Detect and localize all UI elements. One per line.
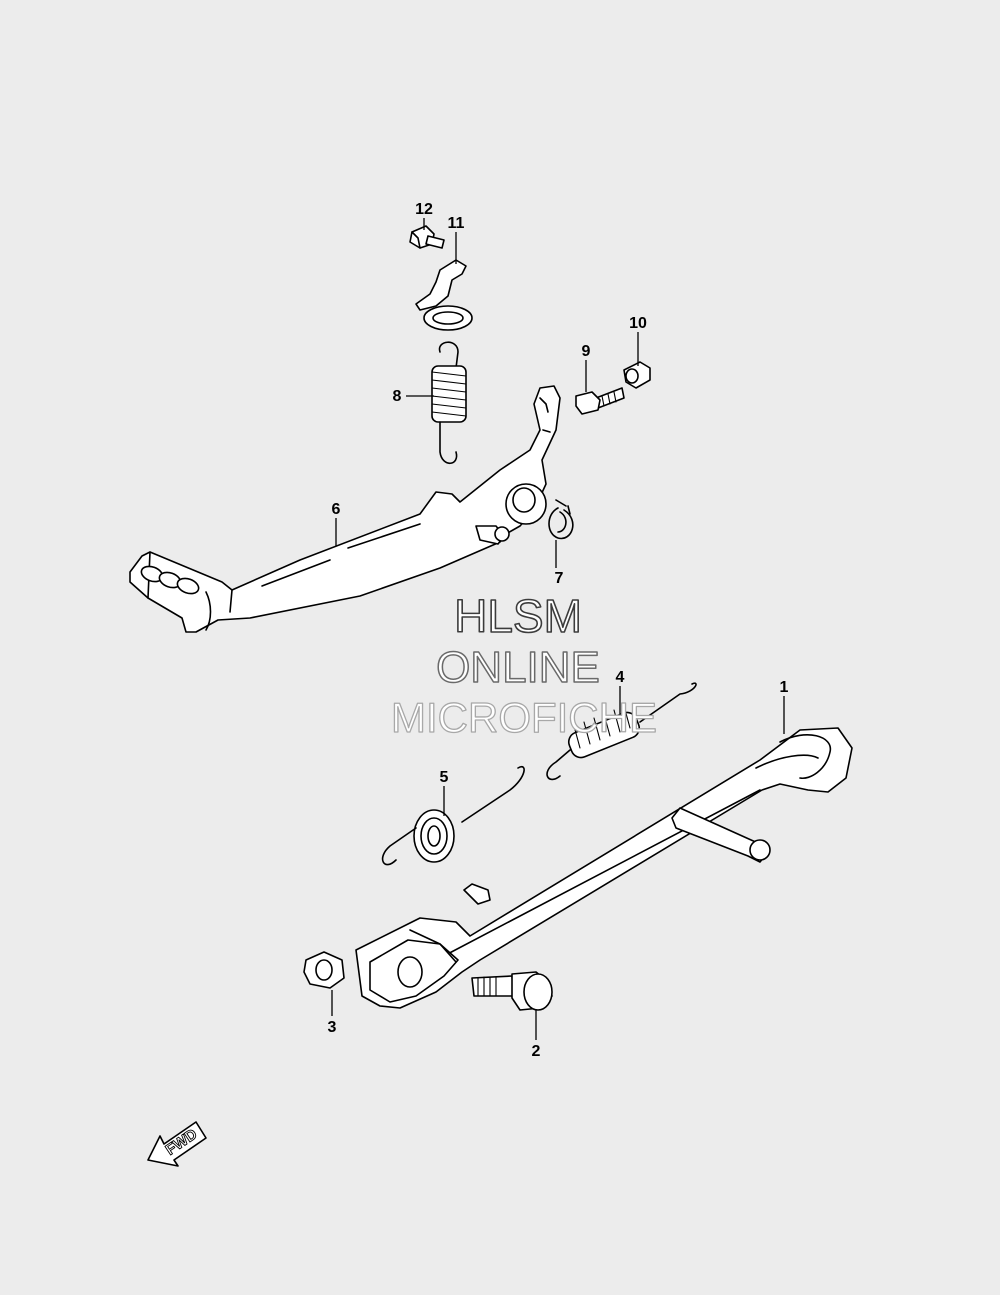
watermark-line-2: ONLINE — [436, 643, 600, 692]
part-2-pivot-bolt[interactable] — [471, 971, 553, 1011]
callout-6: 6 — [332, 501, 341, 518]
part-10-nut[interactable] — [623, 361, 651, 389]
callout-11: 11 — [448, 215, 465, 232]
fwd-arrow-icon: FWD — [147, 1121, 207, 1167]
part-12-bolt[interactable] — [409, 225, 445, 249]
part-9-bolt[interactable] — [575, 387, 625, 415]
callout-8: 8 — [393, 388, 402, 405]
callout-12: 12 — [415, 201, 433, 218]
callout-labels: 12 11 10 9 8 6 7 4 1 5 3 2 — [328, 201, 789, 1060]
callout-9: 9 — [582, 343, 591, 360]
part-4-spring[interactable] — [546, 682, 697, 781]
part-5-spring[interactable] — [381, 765, 525, 866]
part-1-side-stand[interactable] — [355, 727, 853, 1009]
watermark-line-1: HLSM — [454, 590, 582, 642]
part-7-circlip[interactable] — [548, 499, 574, 540]
part-8-spring[interactable] — [431, 341, 467, 465]
part-6-brake-pedal[interactable] — [129, 385, 561, 633]
part-11-bracket[interactable] — [415, 259, 473, 331]
watermark-line-3: MICROFICHE — [391, 694, 657, 741]
callout-4: 4 — [616, 669, 625, 686]
callout-3: 3 — [328, 1019, 337, 1036]
callout-2: 2 — [532, 1043, 541, 1060]
leader-lines — [331, 218, 785, 1040]
part-3-nut[interactable] — [303, 951, 345, 989]
watermark: HLSM ONLINE MICROFICHE — [390, 589, 657, 741]
callout-7: 7 — [555, 570, 564, 587]
callout-10: 10 — [629, 315, 647, 332]
callout-5: 5 — [440, 769, 449, 786]
callout-1: 1 — [780, 679, 789, 696]
